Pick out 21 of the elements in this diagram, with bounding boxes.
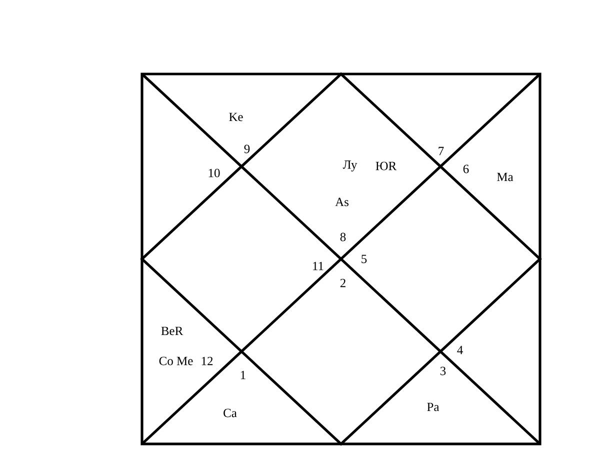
house-number: 6 xyxy=(463,164,469,174)
house-number: 2 xyxy=(340,278,346,288)
house-number: 12 xyxy=(202,356,213,366)
planet-label: As xyxy=(335,198,348,206)
house-number: 3 xyxy=(440,366,446,376)
house-number: 5 xyxy=(362,254,367,264)
house-number: 8 xyxy=(340,232,346,242)
planet-label: Лу xyxy=(342,160,358,172)
planet-label: Pa xyxy=(427,402,440,412)
planet-label: ЮR xyxy=(376,162,397,170)
planet-label: Ke xyxy=(229,112,243,122)
house-number: 1 xyxy=(240,370,246,380)
house-number: 7 xyxy=(438,146,444,156)
house-number: 4 xyxy=(457,346,463,354)
house-number: 10 xyxy=(208,168,220,178)
house-number: 9 xyxy=(244,144,250,154)
planet-label: Co Me xyxy=(159,356,193,366)
house-number: 11 xyxy=(313,262,324,270)
planet-label: Ca xyxy=(224,408,237,418)
planet-label: Ma xyxy=(497,172,514,182)
planet-label: BeR xyxy=(161,326,184,336)
